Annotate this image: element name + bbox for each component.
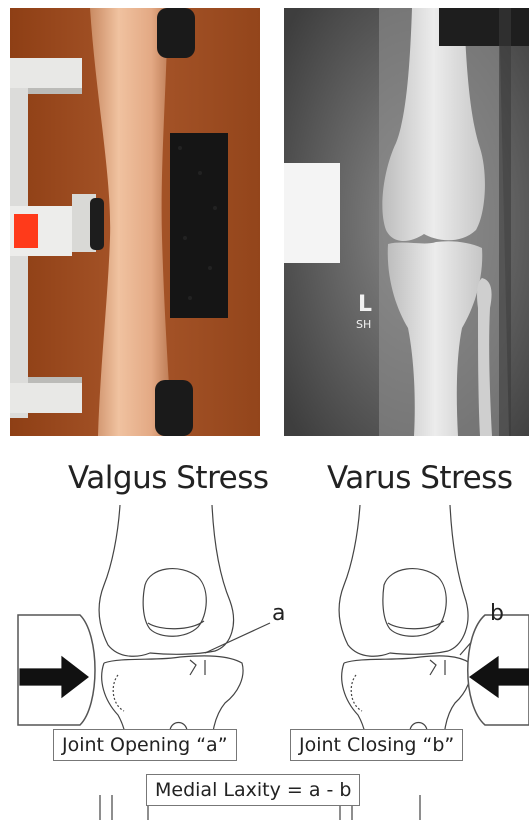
stress-xray: L SH <box>284 8 529 436</box>
joint-closing-label: Joint Closing “b” <box>290 729 463 761</box>
medial-laxity-label: Medial Laxity = a - b <box>146 774 360 806</box>
joint-opening-label: Joint Opening “a” <box>53 729 237 761</box>
varus-stress-title: Varus Stress <box>327 460 512 496</box>
foam-pad <box>170 133 228 318</box>
left-knee-drawing <box>18 505 270 820</box>
stress-diagram: a b <box>0 505 529 820</box>
frame-rail-bottom <box>10 383 82 413</box>
xray-plate-top <box>439 8 529 46</box>
xray-side-marker: L <box>358 292 372 317</box>
red-marker <box>14 214 38 248</box>
frame-rail-top <box>10 58 82 88</box>
callout-b-label: b <box>490 601 504 626</box>
right-patella <box>383 569 446 637</box>
callout-a-line <box>205 623 270 653</box>
xray-push-block <box>284 163 340 263</box>
callout-a-label: a <box>272 601 285 626</box>
stress-device-photo <box>10 8 260 436</box>
valgus-stress-title: Valgus Stress <box>68 460 269 496</box>
top-pad <box>157 8 195 58</box>
right-femur-outline <box>339 505 468 656</box>
right-knee-drawing <box>339 505 529 820</box>
xray-initials: SH <box>356 318 371 331</box>
left-femur-outline <box>99 505 233 656</box>
bottom-pad <box>155 380 193 436</box>
left-patella <box>143 569 206 637</box>
